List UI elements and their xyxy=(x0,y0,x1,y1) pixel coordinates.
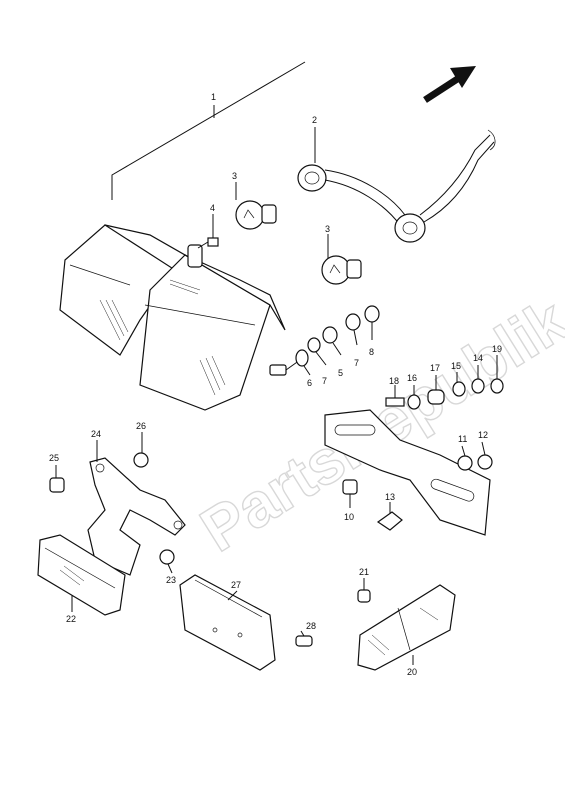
mount-hardware xyxy=(385,378,504,410)
callout-27: 27 xyxy=(231,580,241,590)
screw-28 xyxy=(295,635,313,647)
clip-13 xyxy=(376,511,403,531)
bolt-10 xyxy=(342,479,358,495)
reflector-bracket-left xyxy=(49,452,186,576)
reflector-right xyxy=(357,584,456,671)
callout-3-lower: 3 xyxy=(325,224,330,234)
bulb-upper xyxy=(235,200,277,230)
reflector-left xyxy=(37,534,126,616)
callout-1-leader xyxy=(111,61,306,200)
callout-12: 12 xyxy=(478,430,488,440)
lens-hatching xyxy=(99,279,226,396)
callout-13: 13 xyxy=(385,492,395,502)
callout-8: 8 xyxy=(369,347,374,357)
callout-19: 19 xyxy=(492,344,502,354)
callout-7-left: 7 xyxy=(322,376,327,386)
grommet-stack xyxy=(295,305,380,367)
callout-24: 24 xyxy=(91,429,101,439)
nut-21 xyxy=(357,589,371,603)
callout-15: 15 xyxy=(451,361,461,371)
callout-6: 6 xyxy=(307,378,312,388)
license-bracket xyxy=(324,409,493,536)
callout-leaders xyxy=(55,127,498,665)
callout-3-upper: 3 xyxy=(232,171,237,181)
callout-17: 17 xyxy=(430,363,440,373)
callout-26: 26 xyxy=(136,421,146,431)
callout-20: 20 xyxy=(407,667,417,677)
callout-21: 21 xyxy=(359,567,369,577)
callout-11: 11 xyxy=(458,434,467,444)
callout-10: 10 xyxy=(344,512,354,522)
callout-14: 14 xyxy=(473,353,483,363)
callout-labels: 1 2 3 3 4 5 6 7 7 8 10 11 12 13 14 15 16… xyxy=(49,92,502,677)
callout-25: 25 xyxy=(49,453,59,463)
callout-28: 28 xyxy=(306,621,316,631)
screw-4 xyxy=(197,237,219,249)
callout-1: 1 xyxy=(211,92,216,102)
callout-5: 5 xyxy=(338,368,343,378)
callout-4: 4 xyxy=(210,203,215,213)
callout-7-right: 7 xyxy=(354,358,359,368)
callout-22: 22 xyxy=(66,614,76,624)
tail-light-assembly xyxy=(59,224,301,411)
callout-2: 2 xyxy=(312,115,317,125)
callout-18: 18 xyxy=(389,376,399,386)
callout-16: 16 xyxy=(407,373,417,383)
front-direction-arrow xyxy=(423,66,476,103)
callout-23: 23 xyxy=(166,575,176,585)
bulb-socket-harness xyxy=(297,129,496,243)
reflector-rear xyxy=(179,574,276,671)
bulb-lower xyxy=(321,255,362,285)
